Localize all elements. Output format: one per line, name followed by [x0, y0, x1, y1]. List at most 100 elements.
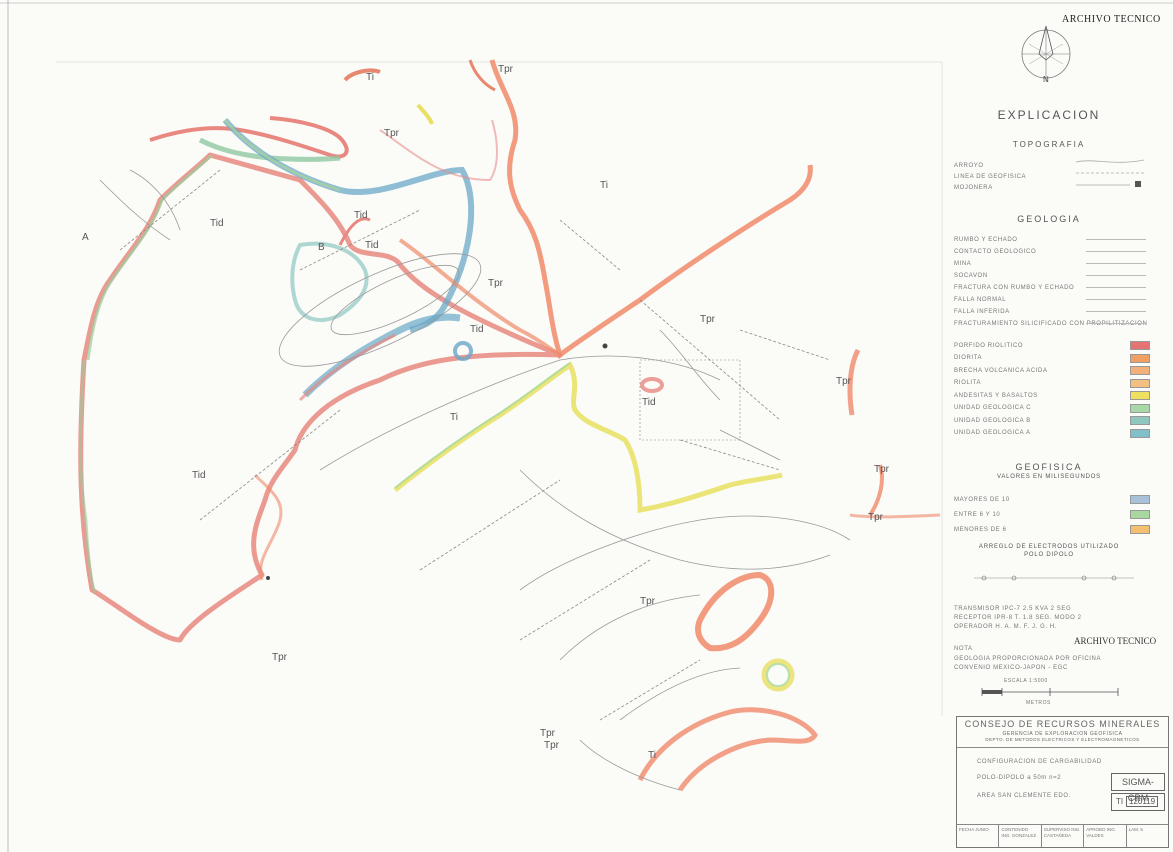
legend-geologia-line-4: [1086, 287, 1146, 288]
legend-unit-swatch-3: [1130, 378, 1150, 388]
map-unit-label: Ti: [450, 412, 458, 423]
electrode-array-diagram: [974, 575, 1134, 581]
legend-geologia-item-7: FRACTURAMIENTO SILICIFICADO CON PROPILIT…: [954, 320, 1148, 327]
legend-geologia-line-3: [1086, 275, 1146, 276]
ring-yellow-se: [761, 658, 795, 692]
title-divider: [957, 747, 1168, 748]
cell-contenido: CONTENIDO ING. GONZALEZ: [999, 825, 1042, 847]
map-unit-label: Tpr: [498, 64, 514, 75]
topografia-symbols: [1075, 159, 1145, 187]
teal-polygon-tid: [290, 241, 369, 322]
drainage-red-north: [379, 119, 498, 182]
map-unit-label: Ti: [366, 72, 374, 83]
oval-red-se: [695, 571, 775, 652]
point-marker-sw: [266, 576, 270, 580]
arc-red-east-1: [847, 348, 861, 416]
arc-red-bottom: [637, 707, 818, 792]
map-unit-label: Ti: [648, 750, 656, 761]
map-unit-label: Tid: [210, 218, 224, 229]
scale-bar: [981, 688, 1119, 696]
map-unit-label: Tpr: [272, 652, 288, 663]
legend-geologia-item-5: FALLA NORMAL: [954, 294, 1146, 305]
point-marker-center: [602, 343, 608, 349]
legend-unit-0: PORFIDO RIOLITICO: [954, 340, 1154, 351]
river-red-north: [489, 59, 813, 360]
legend-unit-swatch-0: [1130, 341, 1150, 350]
map-unit-label: Tid: [365, 240, 379, 251]
archivo-tecnico-stamp: ARCHIVO TECNICO: [1062, 14, 1161, 25]
map-unit-label: Tid: [470, 324, 484, 335]
legend-geologia-item-6: FALLA INFERIDA: [954, 306, 1146, 317]
blob-top-red-2: [468, 59, 496, 92]
geophysical-lines: [119, 169, 831, 721]
legend-geologia-line-2: [1086, 263, 1146, 264]
legend-geologia-item-2: MINA: [954, 258, 1146, 269]
legend-unit-2: BRECHA VOLCANICA ACIDA: [954, 365, 1154, 376]
legend-geologia-line-0: [1086, 239, 1146, 240]
contact-band-north: [149, 116, 349, 159]
green-edge-central: [223, 119, 341, 192]
cell-superviso: SUPERVISO ING. CASTAÑEDA: [1042, 825, 1085, 847]
legend-unit-1: DIORITA: [954, 353, 1154, 364]
org-sub1: GERENCIA DE EXPLORACION GEOFISICA: [1002, 731, 1123, 737]
legend-unit-3: RIOLITA: [954, 378, 1154, 389]
map-unit-label: Tpr: [836, 376, 852, 387]
legend-unit-4: ANDESITAS Y BASALTOS: [954, 390, 1154, 401]
ring-blue-small: [453, 341, 473, 361]
map-unit-label: Tpr: [700, 314, 716, 325]
geologia-heading: GEOLOGIA: [1017, 214, 1081, 224]
arreglo-line1: ARREGLO DE ELECTRODOS UTILIZADO: [978, 544, 1120, 550]
legend-unit-7: UNIDAD GEOLOGICA A: [954, 428, 1154, 439]
ring-red-tid: [640, 377, 664, 393]
unit-boundary-green-west: [86, 153, 214, 361]
cell-aprobo: APROBO ING. VALDES: [1084, 825, 1127, 847]
legend-panel: EXPLICACION TOPOGRAFIA ARROYO LINEA DE G…: [944, 100, 1172, 852]
ring-green-se: [766, 663, 790, 687]
arreglo-line2: POLO DIPOLO: [1024, 552, 1074, 558]
legend-geofisica-item-1: ENTRE 6 Y 10: [954, 509, 1154, 520]
legend-geologia-item-1: CONTACTO GEOLOGICO: [954, 246, 1146, 257]
map-unit-label: Tpr: [540, 728, 556, 739]
legend-unit-swatch-6: [1130, 416, 1150, 425]
map-unit-label: Tid: [192, 470, 206, 481]
map-unit-label: Tpr: [640, 596, 656, 607]
map-unit-label: B: [318, 242, 325, 253]
geofisica-heading: GEOFISICA: [1015, 462, 1083, 472]
legend-item-linea-geofisica: LINEA DE GEOFISICA: [954, 173, 1027, 180]
ti-label: TI: [1116, 797, 1124, 806]
north-label: N: [1043, 75, 1049, 84]
unit-boundary-green-sw: [79, 359, 98, 594]
map-unit-label: A: [82, 232, 89, 243]
sigma-label: SIGMA-CRM: [1111, 773, 1165, 803]
legend-geologia-line-6: [1086, 311, 1146, 312]
title-block: CONSEJO DE RECURSOS MINERALES GERENCIA D…: [956, 716, 1169, 848]
legend-unit-swatch-4: [1130, 391, 1150, 400]
legend-item-arroyo: ARROYO: [954, 162, 984, 169]
legend-geologia-item-4: FRACTURA CON RUMBO Y ECHADO: [954, 282, 1146, 293]
blob-yellow-top: [416, 103, 434, 125]
legend-geofisica-swatch-2: [1130, 525, 1150, 534]
map-unit-label: Tpr: [868, 512, 884, 523]
legend-geofisica-item-0: MAYORES DE 10: [954, 494, 1154, 505]
legend-geologia-item-3: SOCAVON: [954, 270, 1146, 281]
cell-lamina: LAM. 5: [1128, 827, 1143, 832]
north-arrow-icon: N: [1021, 25, 1071, 84]
cell-fecha: FECHA JUNIO: [957, 825, 1000, 847]
yellow-band-south: [393, 361, 783, 513]
blob-top-red-1: [343, 68, 381, 82]
tid-survey-box: [639, 359, 741, 441]
blue-band-diagonal: [302, 313, 461, 398]
contact-tid-small: [338, 217, 371, 246]
equipment-line-2: RECEPTOR IPR-8 T. 1.8 SEG. MODO 2: [954, 615, 1082, 621]
legend-unit-swatch-1: [1130, 353, 1150, 363]
org-sub2: DEPTO. DE METODOS ELECTRICOS Y ELECTROMA…: [985, 737, 1140, 742]
arc-red-east-2: [868, 464, 884, 517]
squiggle-red-west: [253, 473, 283, 581]
legend-geofisica-swatch-1: [1130, 510, 1150, 519]
legend-unit-swatch-2: [1130, 366, 1150, 375]
legend-geofisica-item-2: MENORES DE 6: [954, 524, 1154, 535]
map-subtitle: POLO-DIPOLO a 50m n=2: [977, 775, 1062, 781]
nota-line-2: CONVENIO MEXICO-JAPON - EGC: [954, 665, 1068, 671]
